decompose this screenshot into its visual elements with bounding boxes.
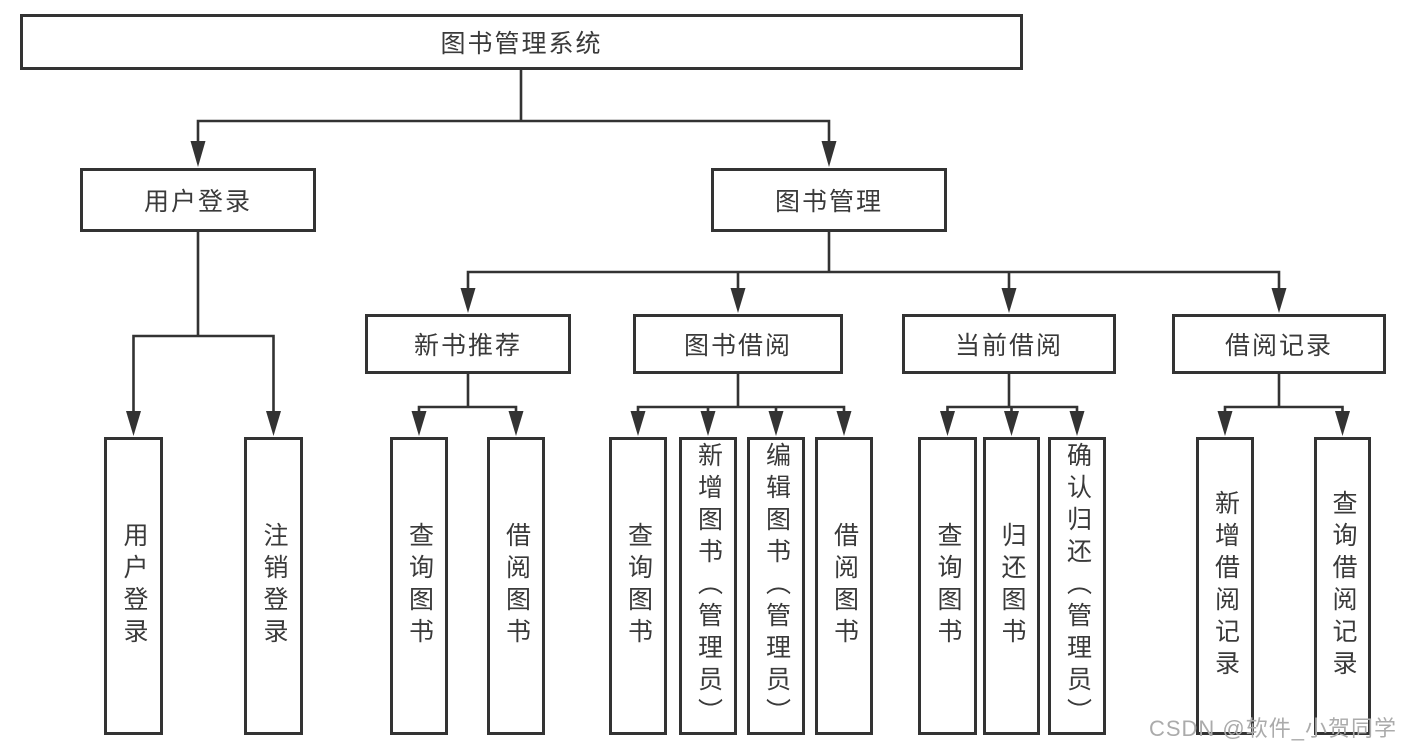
connector-borrowing-to-leaves (636, 372, 846, 414)
arrow-down-icon (1217, 411, 1233, 436)
connector-records-to-leaves (1223, 372, 1344, 414)
arrow-down-icon (1069, 411, 1085, 436)
node-label: 确认归还（管理员） (1063, 442, 1092, 730)
node-book-management: 图书管理 (711, 168, 947, 232)
connector-root-to-level2 (196, 68, 831, 144)
node-label: 编辑图书（管理员） (762, 442, 791, 730)
node-label: 新书推荐 (413, 332, 522, 360)
node-label: 注销登录 (260, 522, 288, 650)
arrow-down-icon (126, 411, 141, 436)
node-label: 查询图书 (934, 522, 962, 650)
csdn-watermark: CSDN @软件_小贺同学 (1148, 716, 1397, 741)
leaf-br-query-record: 查询借阅记录 (1314, 437, 1371, 735)
arrow-down-icon (508, 411, 524, 436)
node-borrowing-records: 借阅记录 (1172, 314, 1386, 374)
node-library-management-system: 图书管理系统 (20, 14, 1023, 70)
leaf-nbr-borrow-books: 借阅图书 (487, 437, 545, 735)
node-label: 新增借阅记录 (1211, 490, 1240, 682)
leaf-cb-confirm-return-admin: 确认归还（管理员） (1048, 437, 1106, 735)
leaf-cb-query-books: 查询图书 (918, 437, 977, 735)
arrow-down-icon (940, 411, 955, 436)
arrowheads (126, 141, 1350, 436)
leaf-bb-borrow-books: 借阅图书 (815, 437, 873, 735)
arrow-down-icon (1335, 411, 1350, 436)
arrow-down-icon (836, 411, 852, 436)
node-label: 查询图书 (405, 522, 434, 650)
leaf-cb-return-books: 归还图书 (983, 437, 1040, 735)
arrow-down-icon (630, 411, 646, 436)
arrow-down-icon (1271, 288, 1287, 313)
node-book-borrowing: 图书借阅 (633, 314, 843, 374)
node-label: 当前借阅 (954, 332, 1063, 360)
node-label: 图书借阅 (683, 332, 792, 360)
node-label: 查询图书 (624, 522, 653, 650)
node-user-login: 用户登录 (80, 168, 316, 232)
arrow-down-icon (1004, 411, 1019, 436)
arrow-down-icon (1001, 288, 1017, 313)
arrow-down-icon (700, 411, 716, 436)
arrow-down-icon (730, 288, 746, 313)
leaf-bb-query-books: 查询图书 (609, 437, 667, 735)
leaf-user-login: 用户登录 (104, 437, 163, 735)
node-label: 归还图书 (998, 522, 1026, 650)
node-label: 用户登录 (143, 188, 252, 216)
node-label: 图书管理系统 (440, 30, 603, 58)
arrow-down-icon (821, 141, 837, 167)
leaf-br-add-record: 新增借阅记录 (1196, 437, 1254, 735)
node-label: 图书管理 (774, 188, 883, 216)
node-label: 借阅图书 (830, 522, 859, 650)
node-label: 借阅记录 (1224, 332, 1333, 360)
node-label: 借阅图书 (502, 522, 531, 650)
connector-newbook-to-leaves (417, 372, 518, 414)
arrow-down-icon (411, 411, 427, 436)
leaf-bb-edit-books-admin: 编辑图书（管理员） (747, 437, 805, 735)
connector-current-to-leaves (946, 372, 1079, 414)
arrow-down-icon (460, 288, 476, 313)
node-new-book-recommend: 新书推荐 (365, 314, 571, 374)
arrow-down-icon (768, 411, 784, 436)
arrow-down-icon (266, 411, 281, 436)
node-label: 用户登录 (120, 522, 148, 650)
leaf-logout: 注销登录 (244, 437, 303, 735)
node-label: 新增图书（管理员） (694, 442, 723, 730)
arrow-down-icon (190, 141, 206, 167)
leaf-nbr-query-books: 查询图书 (390, 437, 448, 735)
connector-userlogin-to-leaves (132, 230, 275, 414)
leaf-bb-add-books-admin: 新增图书（管理员） (679, 437, 737, 735)
connector-bookmgmt-to-level3 (466, 230, 1281, 291)
node-label: 查询借阅记录 (1329, 490, 1357, 682)
node-current-borrowing: 当前借阅 (902, 314, 1116, 374)
